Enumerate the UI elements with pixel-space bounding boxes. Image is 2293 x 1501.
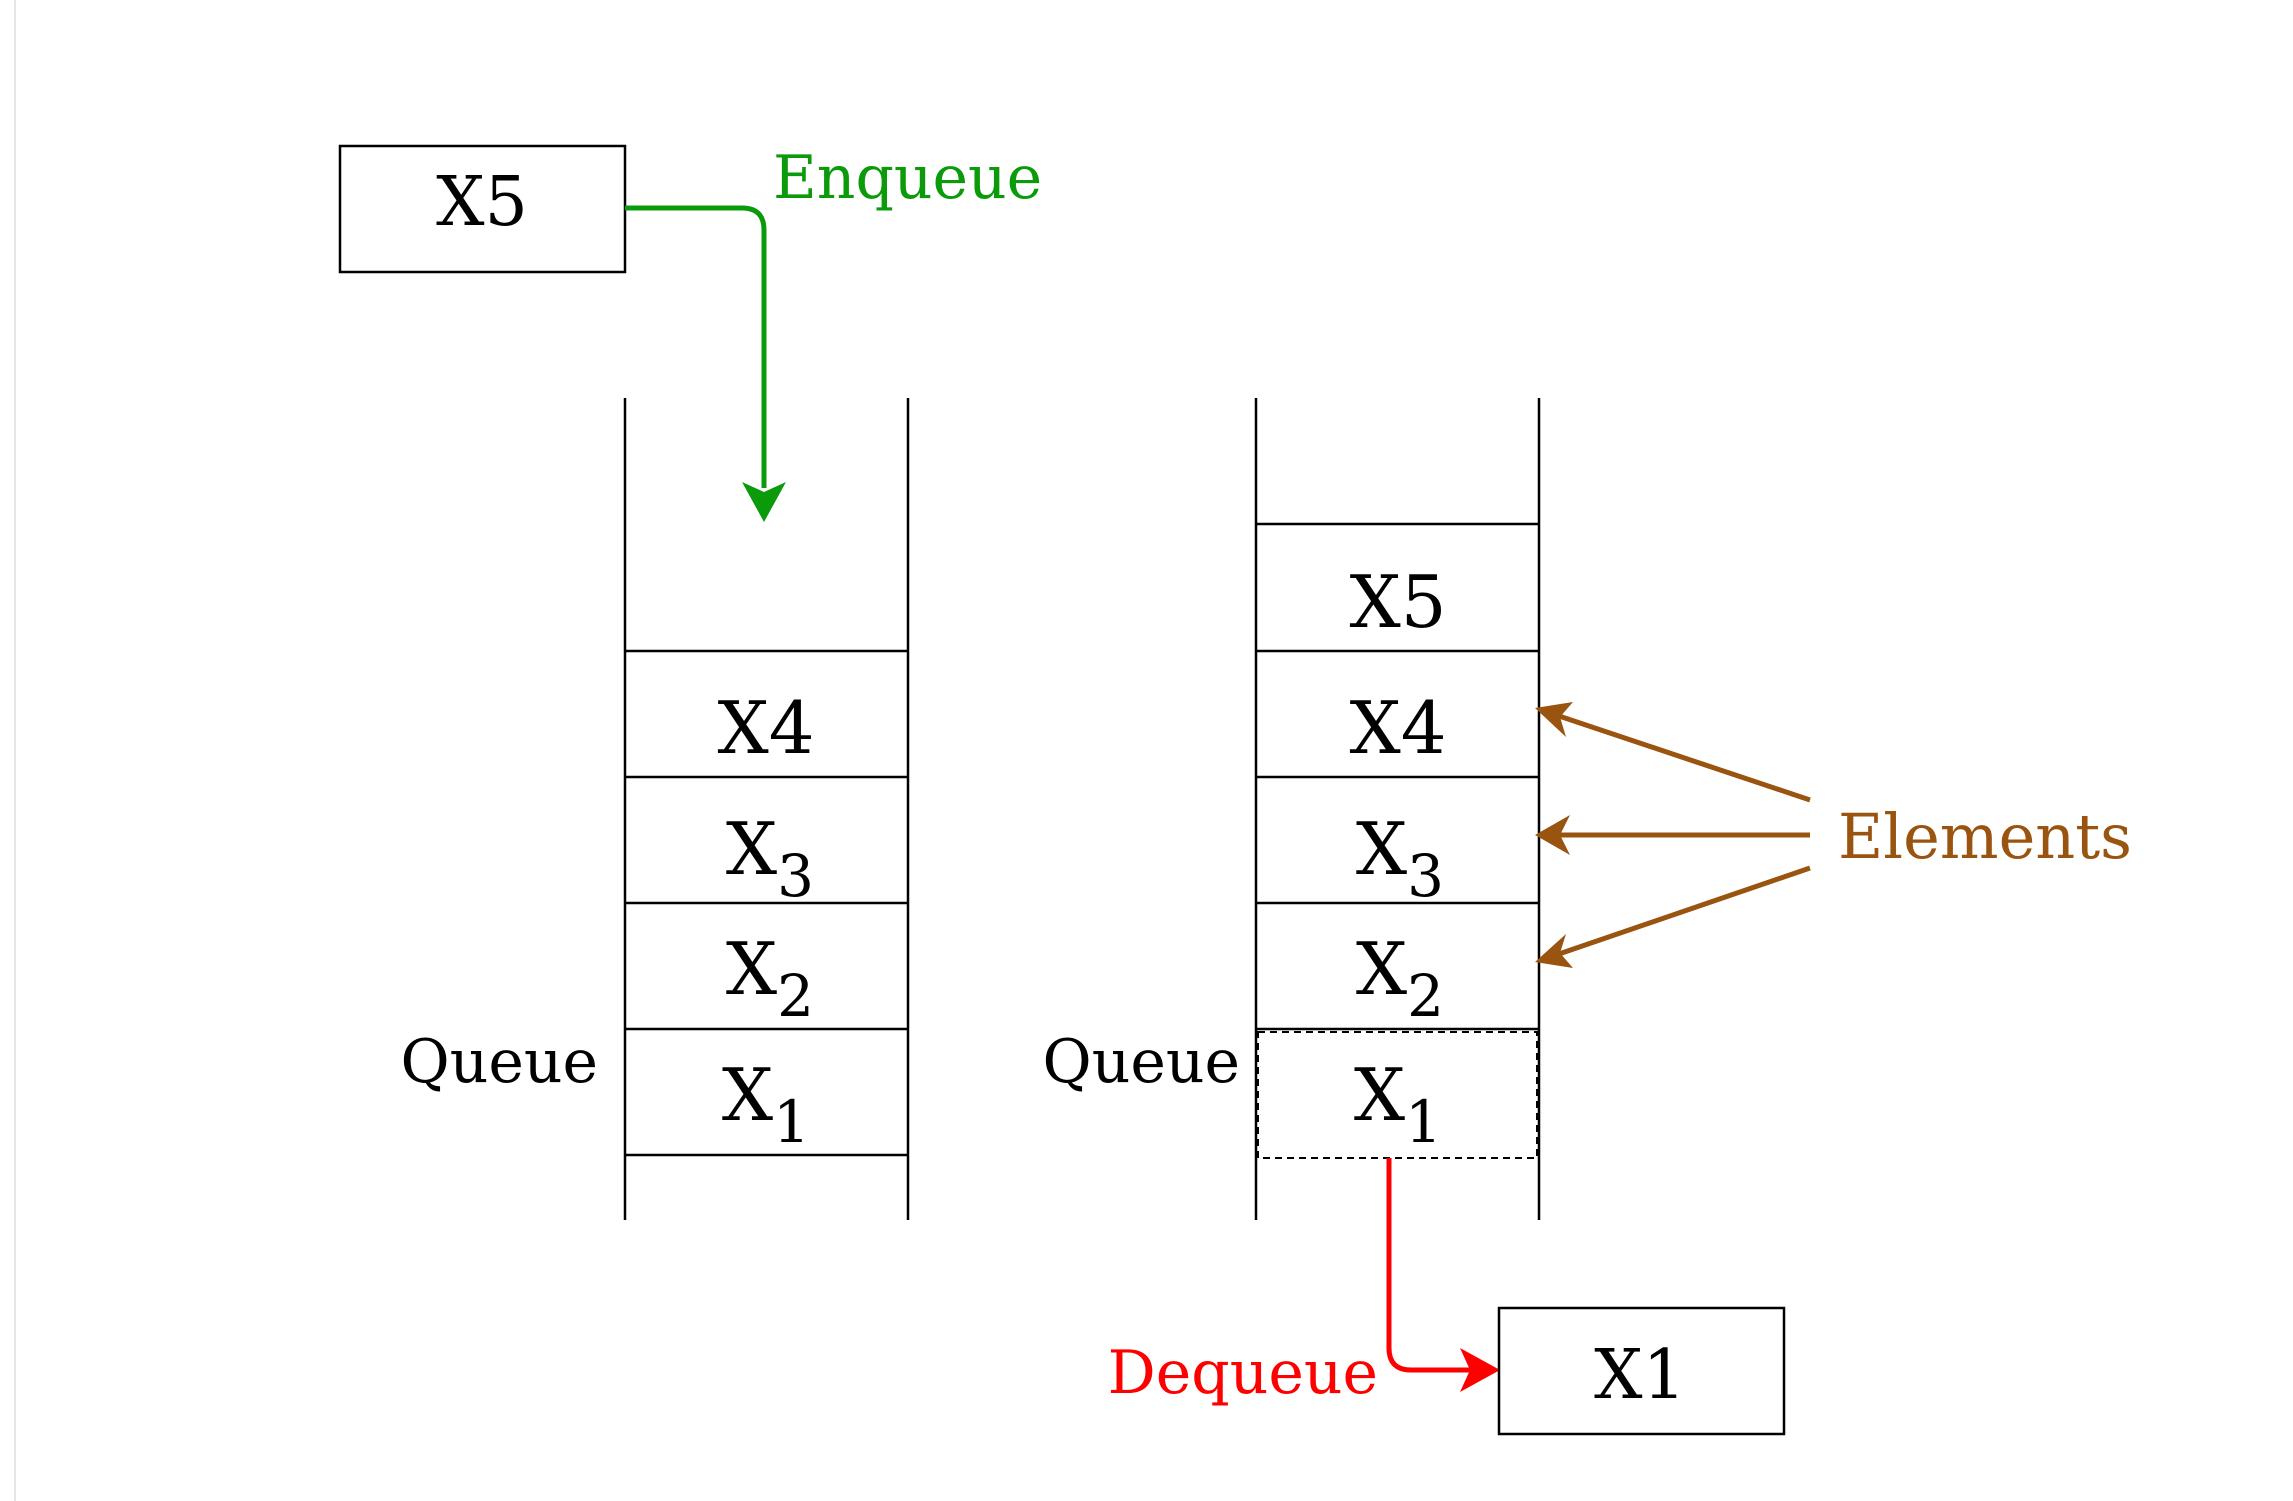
enqueue-arrow: [625, 205, 767, 488]
svg-text:X2: X2: [726, 927, 814, 1030]
svg-text:X4: X4: [717, 686, 814, 770]
elements-annotation: Elements: [1535, 702, 2132, 968]
svg-text:X3: X3: [726, 807, 814, 910]
svg-text:X4: X4: [1349, 686, 1446, 770]
dequeue-target-box: X1: [1497, 1306, 1786, 1436]
queue-before-cell-x4: X4: [717, 686, 814, 770]
queue-before-cell-x1: X1: [722, 1053, 810, 1156]
svg-text:X5: X5: [1349, 560, 1446, 644]
queue-after-cell-x1: X1: [1354, 1053, 1442, 1156]
svg-text:X3: X3: [1356, 807, 1444, 910]
page-left-edge: [14, 0, 16, 1501]
dequeue-arrowhead: [1460, 1348, 1500, 1392]
enqueue-label: Enqueue: [773, 143, 1042, 213]
queue-after-cell-x2: X2: [1356, 927, 1444, 1030]
svg-text:X1: X1: [722, 1053, 810, 1156]
queue-before: X4 X3 X2 X1 Queue: [401, 398, 910, 1220]
elements-arrow-bottom: [1555, 865, 1811, 958]
queue-before-cell-x2: X2: [726, 927, 814, 1030]
svg-text:X1: X1: [1354, 1053, 1442, 1156]
queue-after-cell-x5: X5: [1349, 560, 1446, 644]
elements-arrow-top: [1555, 712, 1811, 803]
queue-after-removed-cell: [1257, 1031, 1538, 1159]
enqueue-arrowhead: [742, 482, 786, 522]
queue-before-cell-x3: X3: [726, 807, 814, 910]
elements-label: Elements: [1838, 800, 2132, 873]
enqueue-source-box-label: X5: [436, 163, 528, 242]
enqueue-source-box: X5: [338, 144, 627, 274]
dequeue-target-box-label: X1: [1594, 1336, 1686, 1415]
svg-text:X2: X2: [1356, 927, 1444, 1030]
queue-after-cell-x4: X4: [1349, 686, 1446, 770]
queue-after: X5 X4 X3 X2 X1 Queue: [1043, 398, 1541, 1220]
queue-before-label: Queue: [401, 1027, 599, 1097]
queue-after-label: Queue: [1043, 1027, 1241, 1097]
queue-after-cell-x3: X3: [1356, 807, 1444, 910]
dequeue-arrow: [1386, 1158, 1470, 1373]
dequeue-label: Dequeue: [1108, 1338, 1378, 1408]
